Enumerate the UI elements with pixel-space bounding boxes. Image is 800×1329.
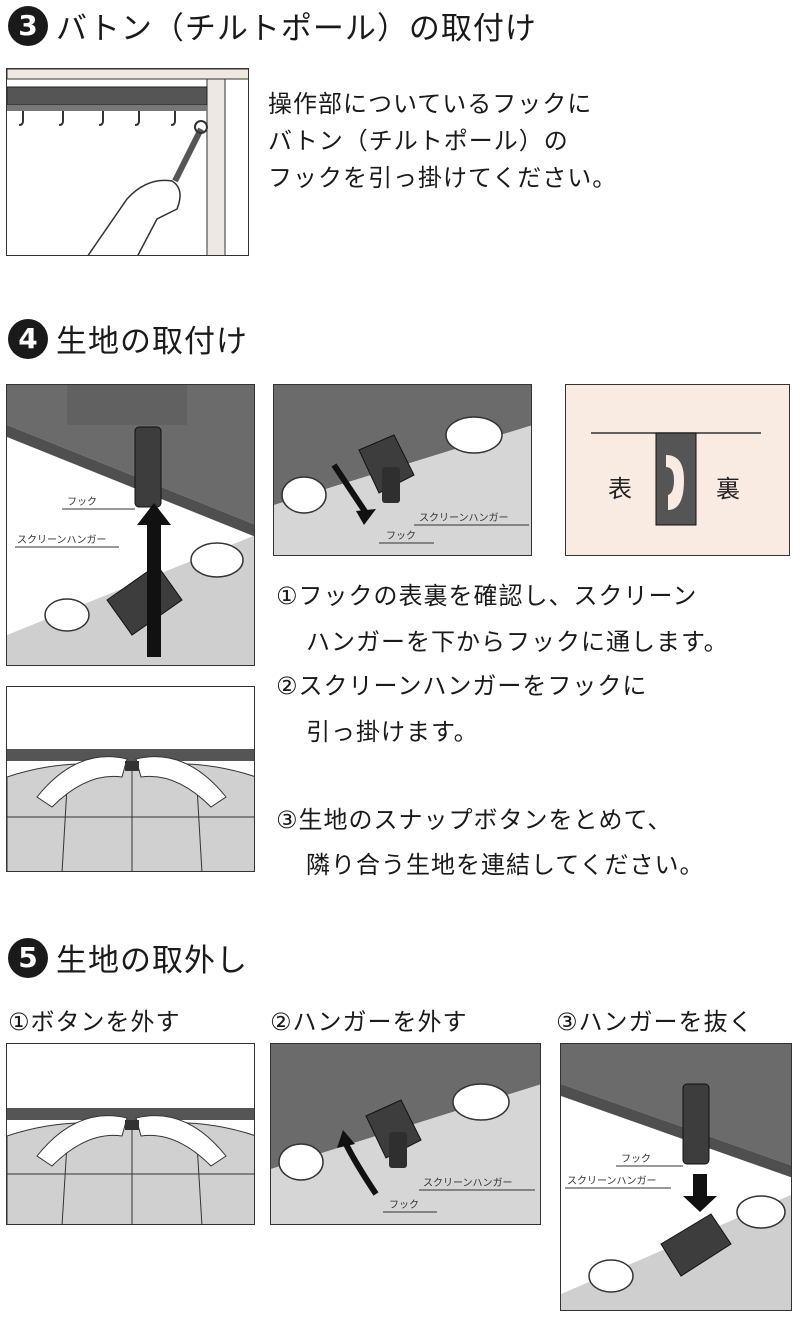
caption-remove-hanger: ②ハンガーを外す	[270, 1008, 468, 1036]
step-4-3-line2: 隣り合う生地を連結してください。	[306, 851, 705, 879]
step-4-2-line1: ②スクリーンハンガーをフックに	[276, 672, 648, 700]
screen-hanger-label: スクリーンハンガー	[17, 534, 107, 546]
section3-instructions: 操作部についているフックに バトン（チルトポール）の フックを引っ掛けてください…	[268, 86, 617, 197]
step-number-badge: 5	[8, 937, 48, 978]
hook-label: フック	[389, 1199, 419, 1211]
section3-heading: 3 バトン（チルトポール）の取付け	[8, 3, 537, 48]
section5-heading: 5 生地の取外し	[8, 935, 248, 980]
step-4-2-line2: 引っ掛けます。	[306, 718, 479, 746]
hook-label: フック	[386, 530, 416, 542]
baton-attach-illustration	[6, 68, 249, 256]
caption-remove-button: ①ボタンを外す	[8, 1008, 181, 1036]
screen-hanger-label: スクリーンハンガー	[423, 1177, 513, 1189]
step-number-badge: 3	[8, 5, 48, 46]
screen-hanger-label: スクリーンハンガー	[567, 1175, 657, 1187]
hook-front-back-diagram: 表 裏	[565, 384, 790, 556]
unsnap-illustration	[6, 1043, 255, 1225]
back-label: 裏	[716, 475, 740, 503]
hanger-engage-illustration: スクリーンハンガー フック	[273, 384, 532, 556]
section3-title: バトン（チルトポール）の取付け	[56, 11, 537, 47]
step-4-1-line1: ①フックの表裏を確認し、スクリーン	[276, 582, 698, 610]
instruction-line: バトン（チルトポール）の	[268, 127, 569, 155]
hook-label: フック	[621, 1153, 651, 1165]
hook-label: フック	[67, 496, 97, 508]
section4-heading: 4 生地の取付け	[8, 316, 248, 361]
hanger-remove-illustration: スクリーンハンガー フック	[270, 1043, 541, 1225]
front-label: 表	[608, 475, 632, 503]
hanger-insert-illustration: フック スクリーンハンガー	[6, 384, 255, 666]
step-4-1-line2: ハンガーを下からフックに通します。	[306, 628, 729, 656]
snap-button-illustration	[6, 686, 255, 872]
step-number-badge: 4	[8, 318, 48, 359]
caption-pull-hanger: ③ハンガーを抜く	[556, 1008, 754, 1036]
hanger-pull-illustration: フック スクリーンハンガー	[560, 1043, 792, 1311]
section5-title: 生地の取外し	[56, 943, 248, 979]
instruction-line: フックを引っ掛けてください。	[268, 164, 618, 192]
section4-title: 生地の取付け	[56, 324, 248, 360]
step-4-3-line1: ③生地のスナップボタンをとめて、	[276, 806, 673, 834]
instruction-line: 操作部についているフックに	[268, 90, 593, 118]
screen-hanger-label: スクリーンハンガー	[419, 512, 509, 524]
